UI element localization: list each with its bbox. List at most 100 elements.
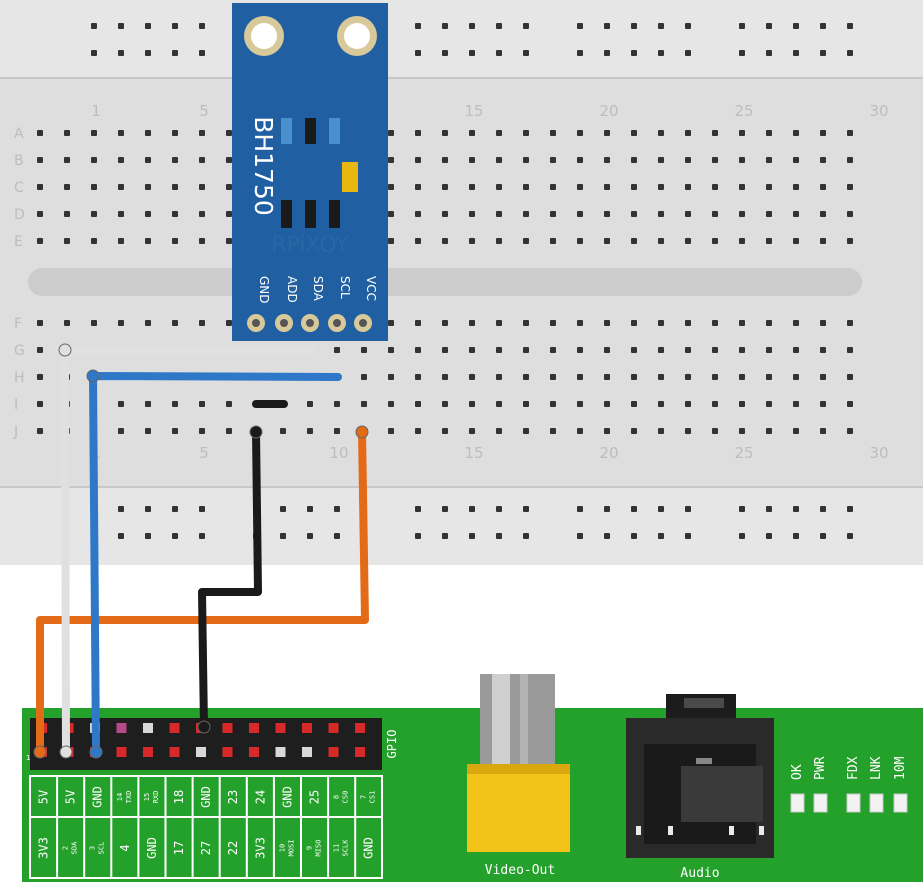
gpio-pin-number: 15 <box>143 793 151 801</box>
breadboard-hole <box>496 428 502 434</box>
breadboard-hole <box>91 50 97 56</box>
breadboard-hole <box>496 157 502 163</box>
breadboard-hole <box>469 130 475 136</box>
breadboard-hole <box>118 157 124 163</box>
rca-sleeve <box>480 674 555 766</box>
breadboard-hole <box>523 238 529 244</box>
column-number: 5 <box>199 444 209 462</box>
gpio-label: GPIO <box>385 730 399 759</box>
header-pin <box>328 723 339 733</box>
gnd-wire <box>198 428 262 731</box>
breadboard-hole <box>685 347 691 353</box>
gpio-pin-function: MISO <box>315 840 323 857</box>
row-label: I <box>14 397 18 413</box>
breadboard-hole <box>604 533 610 539</box>
breadboard-hole <box>577 184 583 190</box>
breadboard-hole <box>712 184 718 190</box>
breadboard-hole <box>847 533 853 539</box>
breadboard-hole <box>469 184 475 190</box>
breadboard-hole <box>523 374 529 380</box>
header-pin <box>249 747 259 757</box>
breadboard-hole <box>334 506 340 512</box>
header-pin <box>116 723 127 733</box>
breadboard-hole <box>739 347 745 353</box>
breadboard-hole <box>523 428 529 434</box>
breadboard-hole <box>712 374 718 380</box>
gpio-pin-label: GND <box>362 837 376 859</box>
breadboard-hole <box>577 401 583 407</box>
breadboard-hole <box>469 506 475 512</box>
breadboard-hole <box>631 401 637 407</box>
breadboard-hole <box>577 211 583 217</box>
video-out-label: Video-Out <box>485 863 555 878</box>
sensor-chip <box>342 162 358 192</box>
breadboard-hole <box>118 130 124 136</box>
breadboard-hole <box>172 320 178 326</box>
breadboard-hole <box>658 157 664 163</box>
breadboard-hole <box>577 23 583 29</box>
breadboard-hole <box>685 320 691 326</box>
breadboard-hole <box>199 533 205 539</box>
wires <box>33 343 369 759</box>
gpio-pin-label: 5V <box>37 790 51 804</box>
breadboard-hole <box>766 130 772 136</box>
breadboard-hole <box>820 211 826 217</box>
breadboard-hole <box>199 320 205 326</box>
breadboard-hole <box>37 401 43 407</box>
breadboard-hole <box>145 238 151 244</box>
breadboard-hole <box>415 347 421 353</box>
breadboard-hole <box>793 428 799 434</box>
breadboard-hole <box>604 347 610 353</box>
breadboard-hole <box>766 23 772 29</box>
header-pin <box>222 747 233 757</box>
bottom-power-rail <box>0 487 923 565</box>
breadboard-hole <box>469 50 475 56</box>
breadboard-hole <box>847 184 853 190</box>
breadboard-hole <box>766 320 772 326</box>
breadboard-hole <box>496 130 502 136</box>
breadboard-hole <box>820 50 826 56</box>
breadboard-hole <box>118 401 124 407</box>
breadboard-hole <box>604 401 610 407</box>
header-pin <box>169 747 180 757</box>
breadboard-hole <box>739 50 745 56</box>
breadboard-hole <box>37 130 43 136</box>
breadboard-hole <box>361 401 367 407</box>
breadboard-hole <box>91 320 97 326</box>
gpio-pin-label: 25 <box>308 790 322 804</box>
breadboard-hole <box>442 320 448 326</box>
breadboard-hole <box>226 238 232 244</box>
breadboard-hole <box>631 184 637 190</box>
breadboard-hole <box>658 211 664 217</box>
breadboard-hole <box>712 238 718 244</box>
breadboard-hole <box>415 23 421 29</box>
breadboard-hole <box>172 184 178 190</box>
breadboard-hole <box>631 533 637 539</box>
breadboard-hole <box>766 533 772 539</box>
breadboard-hole <box>523 347 529 353</box>
breadboard-hole <box>442 428 448 434</box>
header-pin <box>302 723 312 733</box>
status-led <box>869 793 884 813</box>
breadboard-hole <box>172 50 178 56</box>
breadboard-hole <box>631 211 637 217</box>
breadboard-hole <box>550 401 556 407</box>
breadboard-hole <box>793 320 799 326</box>
wire-end <box>86 369 100 383</box>
breadboard-hole <box>685 23 691 29</box>
gpio-pin-number: 8 <box>333 795 341 799</box>
breadboard-hole <box>145 130 151 136</box>
breadboard-hole <box>334 401 340 407</box>
breadboard-hole <box>820 130 826 136</box>
breadboard-hole <box>172 533 178 539</box>
breadboard-hole <box>388 211 394 217</box>
breadboard-hole <box>469 238 475 244</box>
breadboard-hole <box>199 184 205 190</box>
breadboard-hole <box>307 533 313 539</box>
breadboard-hole <box>658 533 664 539</box>
breadboard-hole <box>604 428 610 434</box>
breadboard-hole <box>415 506 421 512</box>
breadboard-hole <box>658 428 664 434</box>
